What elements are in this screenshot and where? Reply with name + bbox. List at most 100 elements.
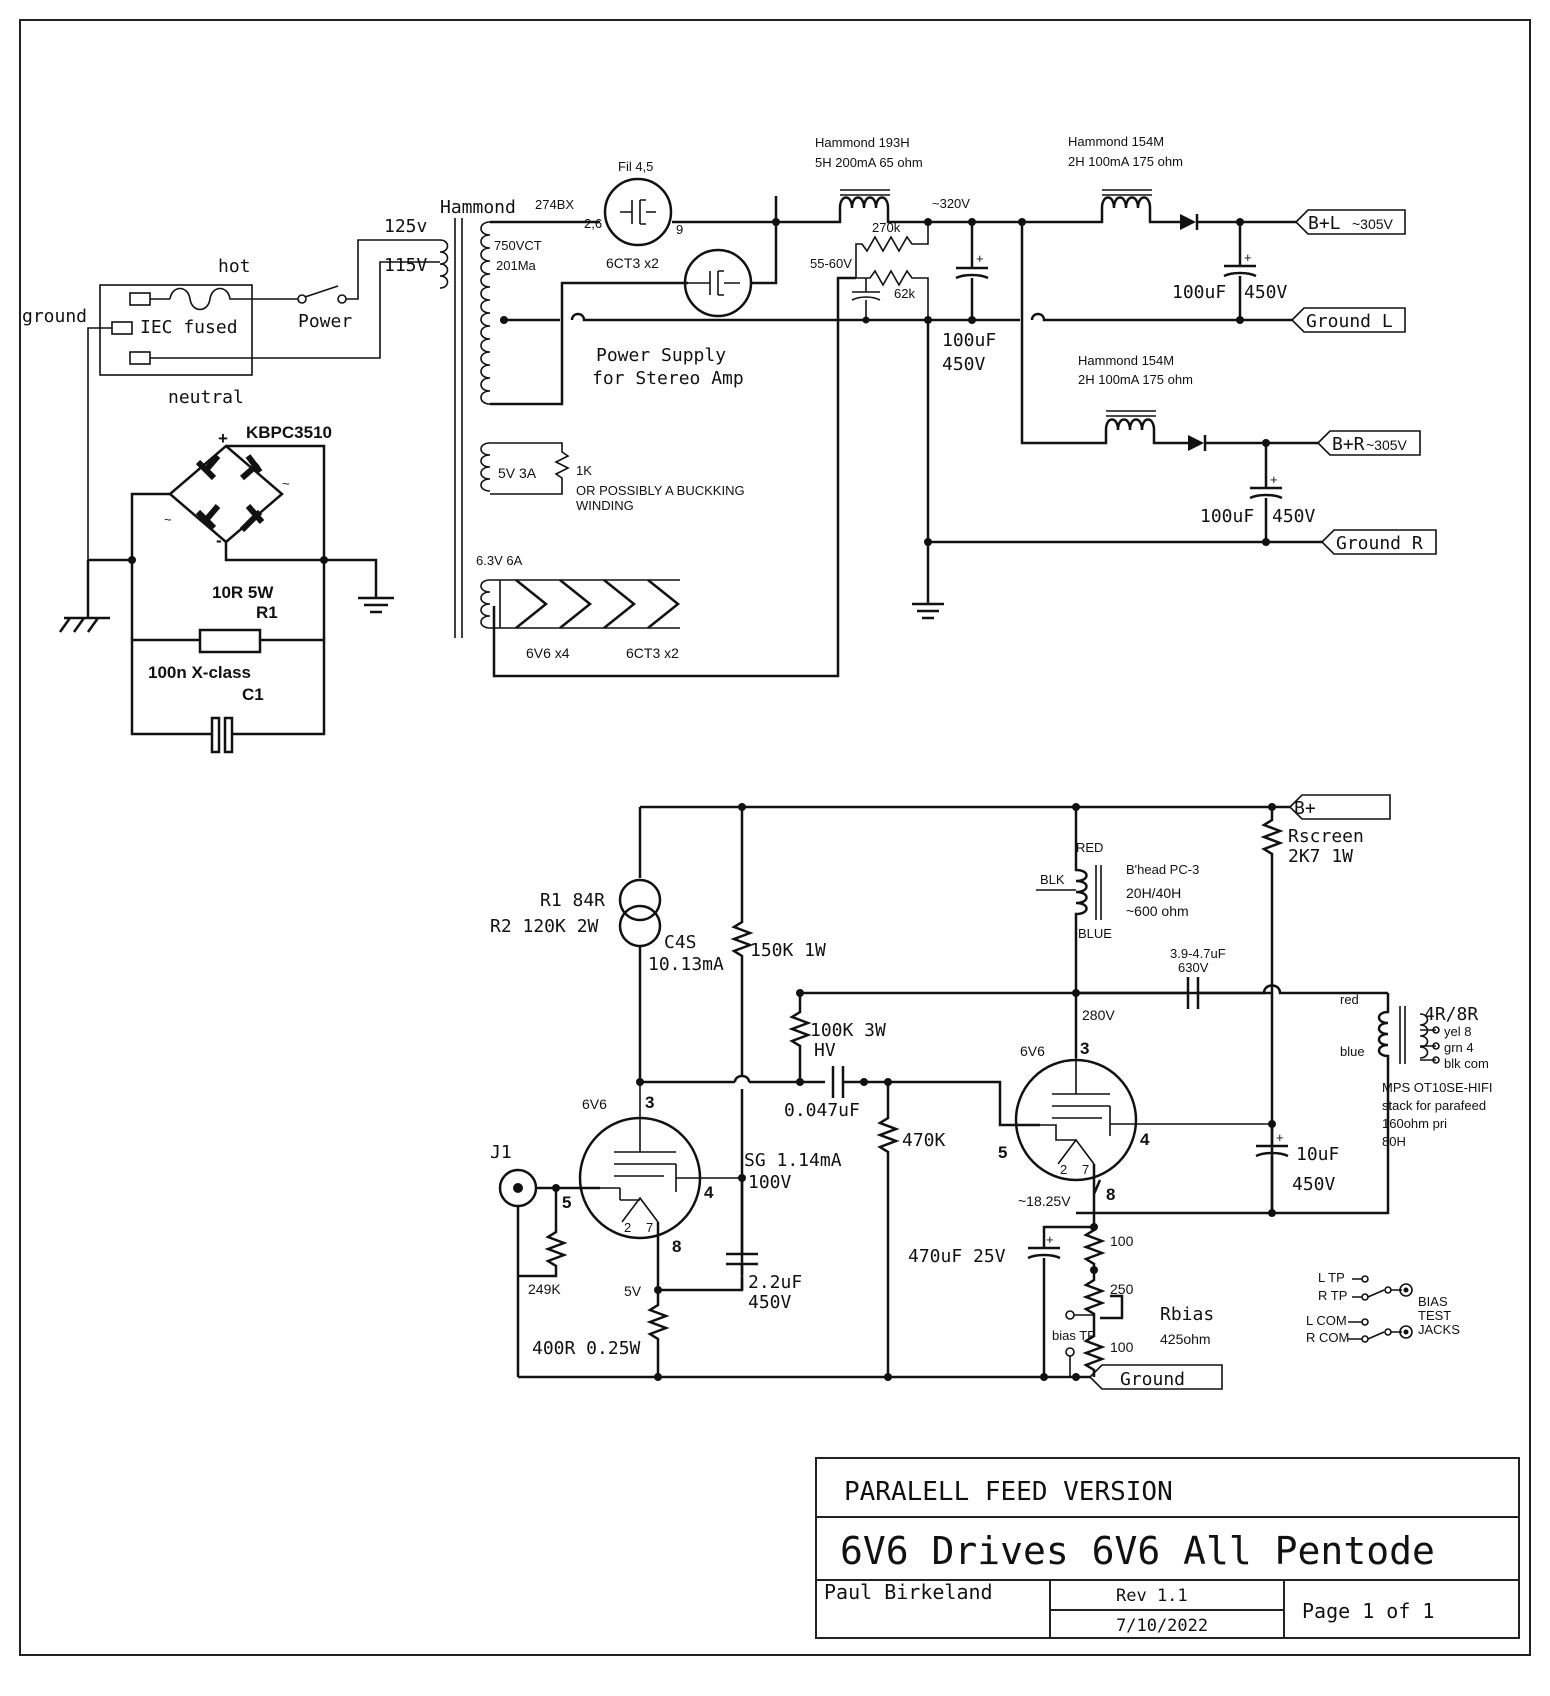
bridge-ground-symbol [358, 596, 394, 614]
fuse-symbol [150, 287, 252, 311]
ot-name-label: MPS OT10SE-HIFI [1382, 1080, 1493, 1095]
transformer-label: Hammond [440, 197, 516, 218]
filament-pins-label: Fil 4,5 [618, 159, 653, 174]
r-100a-label: 100 [1110, 1233, 1134, 1249]
cap-left [1223, 222, 1257, 320]
c-sg-voltage-label: 450V [748, 1292, 792, 1313]
l-tp-label: L TP [1318, 1270, 1345, 1285]
hv-secondary-winding [480, 221, 491, 405]
bplus-left-voltage: ~305V [1352, 216, 1394, 232]
choke-blue-label: BLUE [1078, 926, 1112, 941]
ot-grn-label: grn 4 [1444, 1040, 1474, 1055]
bias-jack-1[interactable] [1399, 1283, 1413, 1297]
bridge-ac-right: ~ [282, 476, 290, 491]
resistor-1k [490, 442, 570, 495]
heater-6ct3-label: 6CT3 x2 [626, 645, 679, 661]
driver-pin2-label: 2 [624, 1220, 631, 1235]
cap-left-value: 100uF [1172, 282, 1226, 303]
out-pin7-label: 7 [1082, 1162, 1089, 1177]
bias-jack-2[interactable] [1399, 1325, 1413, 1339]
switch-contact-a [297, 294, 307, 304]
r-100b-label: 100 [1110, 1339, 1134, 1355]
ccs-r2-label: R2 120K 2W [490, 916, 599, 937]
chassis-ground-symbol [912, 542, 944, 620]
driver-pin7-label: 7 [646, 1220, 653, 1235]
choke-blk-label: BLK [1040, 872, 1065, 887]
bias-test-point [1065, 1310, 1075, 1320]
bplus-left-label: B+L [1308, 213, 1341, 234]
choke-193h-spec: 5H 200mA 65 ohm [815, 155, 923, 170]
winding-63v [480, 579, 491, 629]
ot-blk-label: blk com [1444, 1056, 1489, 1071]
winding-5v [480, 442, 491, 492]
resistor-100k [788, 993, 812, 1082]
bplus-right-label: B+R [1332, 434, 1365, 455]
v-5560-label: 55-60V [810, 256, 852, 271]
resistor-400r [646, 1260, 670, 1377]
power-switch [304, 285, 339, 298]
choke-right-label: Hammond 154M [1078, 353, 1174, 368]
ot-impedance-label: 4R/8R [1424, 1004, 1478, 1025]
driver-pin8-label: 8 [672, 1237, 681, 1256]
earth-ground-symbol [58, 560, 110, 633]
hv-winding-label: 750VCT [494, 238, 542, 253]
iec-ground-pin [111, 321, 133, 335]
r1-value-label: 10R 5W [212, 583, 274, 602]
out-pin2-label: 2 [1060, 1162, 1067, 1177]
parafeed-choke [1074, 807, 1088, 1058]
bplus-right-flag [1316, 430, 1421, 456]
main-cap-rating: 450V [942, 354, 986, 375]
tap-125-label: 125v [384, 216, 427, 237]
rectifier-tube-2 [683, 248, 753, 318]
ot-note2-label: 160ohm pri [1382, 1116, 1447, 1131]
ground-right-label: Ground R [1336, 533, 1423, 554]
choke-left-spec: 2H 100mA 175 ohm [1068, 154, 1183, 169]
diode-right [1188, 435, 1204, 451]
winding-63v-label: 6.3V 6A [476, 553, 523, 568]
ground-amp-flag [1088, 1364, 1223, 1390]
driver-tube-label: 6V6 [582, 1096, 607, 1112]
bridge-label: KBPC3510 [246, 423, 332, 442]
capacitor-470uf [1027, 1225, 1094, 1377]
ground-right-flag [1320, 529, 1437, 555]
resistor-r1 [198, 628, 262, 654]
amplifier: B+ Rscreen 2K7 1W R1 84R R2 120K 2W C4S … [490, 794, 1493, 1390]
resistor-100-bottom [1082, 1328, 1106, 1377]
primary-winding [439, 239, 449, 289]
ccs-c4s [618, 878, 662, 922]
output-tube-label: 6V6 [1020, 1043, 1045, 1059]
driver-pin5-label: 5 [562, 1193, 571, 1212]
cap-right-value: 100uF [1200, 506, 1254, 527]
ps-caption-line2: for Stereo Amp [592, 368, 744, 389]
page-label: Page 1 of 1 [1302, 1599, 1434, 1623]
r-cathode-label: 400R 0.25W [532, 1338, 641, 1359]
date-label: 7/10/2022 [1116, 1616, 1208, 1636]
choke-resistance-label: ~600 ohm [1126, 903, 1189, 919]
r-470k-label: 470K [902, 1130, 946, 1151]
main-filter-cap [955, 222, 989, 320]
resistor-249k [518, 1188, 568, 1278]
cap-right [1249, 443, 1283, 542]
c-470-label: 470uF 25V [908, 1246, 1006, 1267]
choke-name-label: B'head PC-3 [1126, 862, 1199, 877]
bplus-amp-label: B+ [1294, 798, 1316, 819]
hot-label: hot [218, 256, 251, 277]
bplus-amp-flag [1288, 794, 1391, 820]
choke-193h-label: Hammond 193H [815, 135, 910, 150]
ps-caption-line1: Power Supply [596, 345, 726, 366]
iec-inlet-box [99, 284, 253, 376]
ground-left-flag [1290, 307, 1406, 333]
ccs-current-label: 10.13mA [648, 954, 724, 975]
main-cap-plus: + [976, 251, 984, 266]
choke-left-label: Hammond 154M [1068, 134, 1164, 149]
title-block: PARALELL FEED VERSION 6V6 Drives 6V6 All… [815, 1457, 1520, 1639]
diode-left [1180, 214, 1196, 230]
bplus-right-voltage: ~305V [1366, 437, 1408, 453]
cap-right-plus: + [1270, 472, 1278, 487]
bucking-note-1: OR POSSIBLY A BUCKKING [576, 483, 745, 498]
sg-label: SG 1.14mA [744, 1150, 842, 1171]
r1-name-label: R1 [256, 603, 278, 622]
out-pin5-label: 5 [998, 1143, 1007, 1162]
bridge-rectifier [168, 444, 284, 544]
